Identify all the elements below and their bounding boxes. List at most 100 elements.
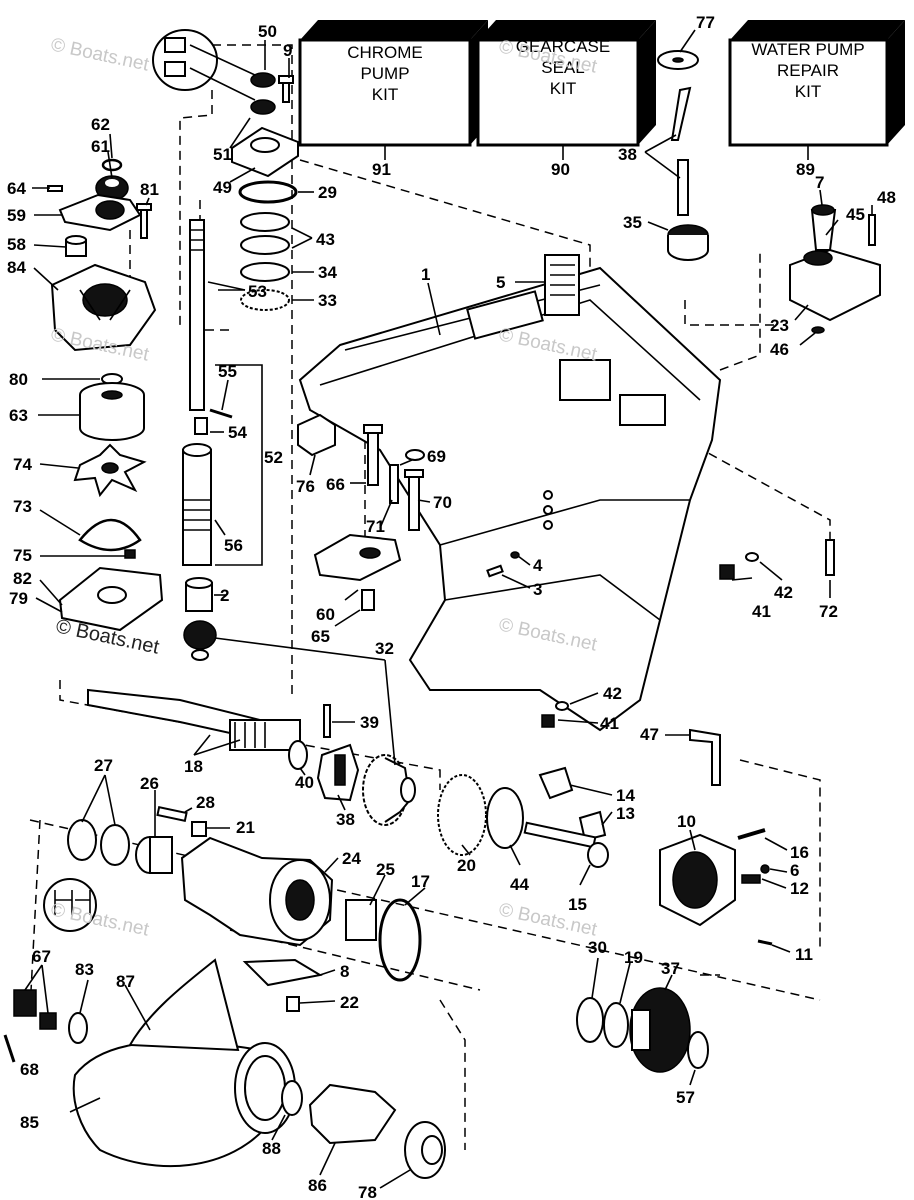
part-number: 39 (360, 713, 379, 732)
part-number: 2 (220, 586, 229, 605)
screw-9 (278, 75, 294, 103)
part-number: 76 (296, 477, 315, 496)
screw-81 (136, 203, 152, 239)
bearing-25 (345, 899, 377, 941)
spacer-67b (39, 1012, 57, 1030)
part-number: 78 (358, 1183, 377, 1200)
kit-number: 91 (372, 160, 391, 179)
lever-47 (689, 728, 721, 786)
grommet-58 (65, 235, 87, 257)
part-number: 22 (340, 993, 359, 1012)
kit-title-line-2: PUMP (360, 64, 409, 83)
housing-5 (544, 254, 580, 316)
part-number: 32 (375, 639, 394, 658)
part-number: 68 (20, 1060, 39, 1079)
part-number: 50 (258, 22, 277, 41)
shift-rod-56 (182, 443, 212, 566)
part-number-labels: 50 9 51 49 29 43 34 33 53 55 54 52 56 2 … (7, 13, 896, 1200)
nut-67 (13, 989, 37, 1017)
pin-55 (209, 408, 233, 419)
part-number: 48 (877, 188, 896, 207)
part-number: 43 (316, 230, 335, 249)
part-number: 10 (677, 812, 696, 831)
part-number: 73 (13, 497, 32, 516)
part-number: 87 (116, 972, 135, 991)
kit-number: 89 (796, 160, 815, 179)
bearing-carrier-24 (180, 836, 334, 947)
part-number: 35 (623, 213, 642, 232)
grommet-77 (657, 50, 699, 70)
part-number: 81 (140, 180, 159, 199)
propeller-85 (72, 958, 296, 1168)
washer-69 (405, 449, 425, 461)
seal-50 (250, 72, 276, 88)
part-number: 80 (9, 370, 28, 389)
o-ring-62 (101, 158, 123, 172)
plug-41b (541, 714, 555, 728)
washer-4 (510, 551, 520, 559)
part-number: 14 (616, 786, 635, 805)
pump-cover-59 (58, 193, 142, 232)
part-number: 42 (603, 684, 622, 703)
part-number: 28 (196, 793, 215, 812)
part-number: 59 (7, 206, 26, 225)
part-number: 71 (366, 517, 385, 536)
part-number: 21 (236, 818, 255, 837)
forward-gear-32 (362, 754, 416, 826)
part-number: 42 (774, 583, 793, 602)
screw-22 (286, 996, 300, 1012)
pump-base-23 (789, 248, 881, 322)
shift-shaft-15 (523, 821, 609, 868)
part-number: 17 (411, 872, 430, 891)
kit-title-line-3: KIT (550, 79, 576, 98)
part-number: 61 (91, 137, 110, 156)
bushing-88 (281, 1080, 303, 1116)
bearing-20 (437, 774, 487, 856)
washer-43b (240, 235, 290, 255)
part-number: 5 (496, 273, 505, 292)
screw-3 (486, 564, 504, 578)
part-number: 63 (9, 406, 28, 425)
kit-title-line-3: KIT (795, 82, 821, 101)
inset-circle-detail (43, 878, 97, 932)
part-number: 51 (213, 145, 232, 164)
part-number: 66 (326, 475, 345, 494)
part-number: 25 (376, 860, 395, 879)
impeller-74 (73, 443, 147, 498)
retainer-8 (242, 958, 323, 987)
part-number: 56 (224, 536, 243, 555)
part-number: 72 (819, 602, 838, 621)
part-number: 67 (32, 947, 51, 966)
screw-71 (389, 464, 399, 504)
part-number: 16 (790, 843, 809, 862)
part-number: 79 (9, 589, 28, 608)
part-number: 20 (457, 856, 476, 875)
seal-27a (67, 819, 97, 861)
part-number: 12 (790, 879, 809, 898)
o-ring-17 (378, 898, 422, 982)
washer-34 (240, 262, 290, 282)
shift-housing-10 (659, 833, 736, 927)
part-number: 60 (316, 605, 335, 624)
part-number: 88 (262, 1139, 281, 1158)
bearing-33 (240, 289, 290, 311)
kit-title-line-1: CHROME (347, 43, 423, 62)
part-number: 62 (91, 115, 110, 134)
screw-66 (363, 424, 383, 486)
seal-35 (667, 224, 709, 261)
screw-48 (868, 214, 876, 246)
part-number: 15 (568, 895, 587, 914)
part-number: 86 (308, 1176, 327, 1195)
kit-title-line-2: REPAIR (777, 61, 839, 80)
seal-detail-inset (152, 29, 256, 101)
part-number: 29 (318, 183, 337, 202)
part-number: 33 (318, 291, 337, 310)
washer-83 (68, 1012, 88, 1044)
key-75 (124, 549, 136, 559)
anode-76 (297, 413, 336, 457)
washer-30 (576, 997, 604, 1043)
part-number: 44 (510, 875, 529, 894)
screw-72 (825, 539, 835, 576)
part-number: 52 (264, 448, 283, 467)
part-number: 45 (846, 205, 865, 224)
